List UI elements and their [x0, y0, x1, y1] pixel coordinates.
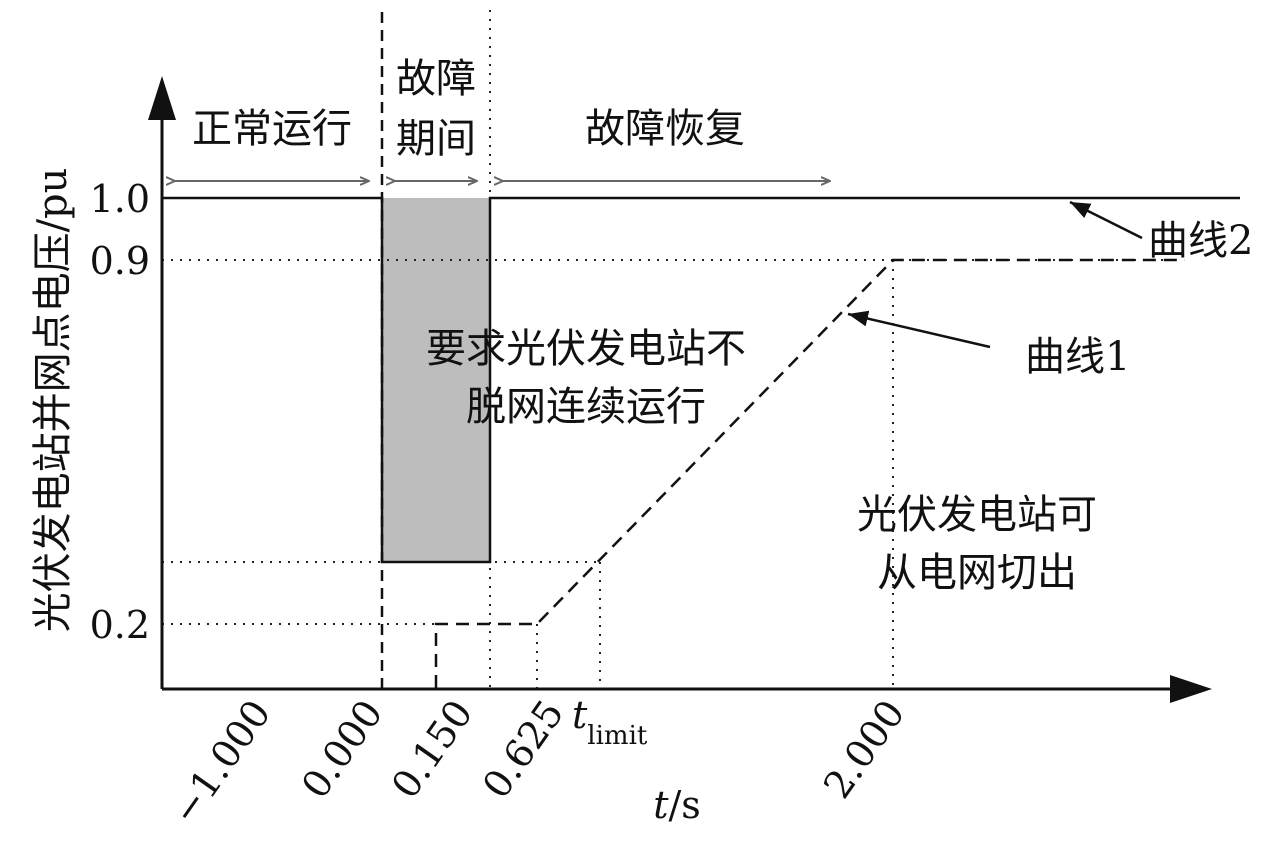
stay-connected-label-line2: 脱网连续运行 — [466, 384, 706, 430]
x-tick-neg1: −1.000 — [163, 692, 280, 832]
phase-normal-label: 正常运行 — [192, 106, 352, 152]
x-tick-2: 2.000 — [815, 692, 913, 806]
y-tick-0-9: 0.9 — [90, 239, 150, 283]
curve1-pointer-arrow — [847, 310, 991, 349]
x-tick-0-625: 0.625 — [474, 692, 572, 806]
x-axis-arrowhead — [1170, 675, 1212, 703]
y-tick-0-2: 0.2 — [90, 603, 150, 647]
phase-fault-label-line2: 期间 — [396, 116, 476, 162]
curve2-line — [162, 196, 1240, 564]
guide-lines — [162, 10, 1170, 688]
may-disconnect-label-line1: 光伏发电站可 — [857, 492, 1097, 538]
may-disconnect-label-line2: 从电网切出 — [877, 550, 1077, 596]
phase-fault-label-line1: 故障 — [396, 56, 476, 102]
fault-shaded-region — [382, 198, 490, 562]
phase-recovery-label: 故障恢复 — [585, 106, 745, 152]
y-axis-arrowhead — [148, 76, 176, 120]
stay-connected-label-line1: 要求光伏发电站不 — [426, 326, 746, 372]
curve1-label: 曲线1 — [1025, 334, 1130, 380]
curve1-line — [434, 258, 1185, 688]
curve2-label: 曲线2 — [1148, 218, 1253, 264]
x-axis-label: t/s — [653, 783, 701, 827]
y-tick-1-0: 1.0 — [90, 177, 150, 221]
y-axis-label: 光伏发电站并网点电压/pu — [30, 168, 76, 633]
x-tick-0: 0.000 — [293, 692, 391, 806]
x-tick-0-150: 0.150 — [383, 692, 481, 806]
curve2-pointer-arrow — [1069, 200, 1143, 240]
t-limit-label: tlimit — [572, 693, 648, 751]
